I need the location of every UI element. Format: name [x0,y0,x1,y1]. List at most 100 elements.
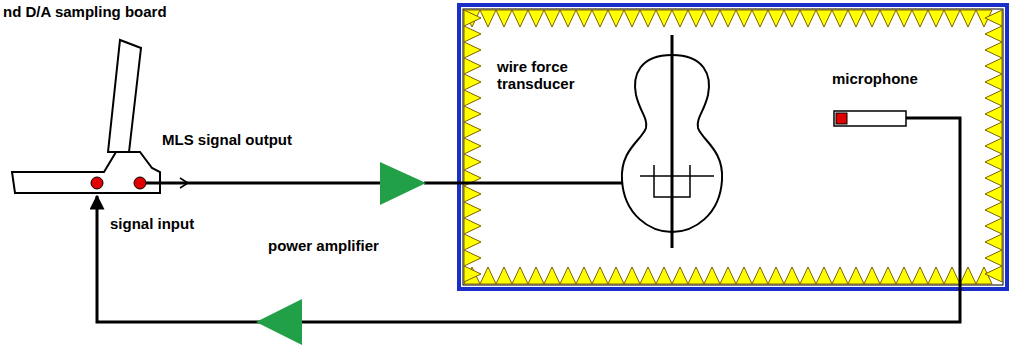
absorber-wedge [512,267,528,284]
absorber-wedge [928,267,944,284]
absorber-wedge [736,10,752,27]
absorber-wedge [896,267,912,284]
absorber-wedge [688,10,704,27]
absorber-wedge [464,234,481,250]
absorber-wedge [985,266,1002,282]
absorber-wedge [985,122,1002,138]
absorber-wedge [464,10,480,27]
absorber-wedge [576,267,592,284]
absorber-wedge [464,74,481,90]
absorber-wedge [608,267,624,284]
absorber-wedge [985,186,1002,202]
absorber-wedge [985,138,1002,154]
absorber-wedge [608,10,624,27]
absorber-wedge [464,154,481,170]
absorber-wedge [985,106,1002,122]
absorber-wedge [864,267,880,284]
absorber-wedge [816,10,832,27]
absorber-wedge [720,10,736,27]
absorber-wedge [464,266,481,282]
absorber-wedge [496,10,512,27]
absorber-wedge [528,10,544,27]
absorber-wedge [704,10,720,27]
absorber-wedge [768,267,784,284]
absorber-wedge [544,267,560,284]
absorber-wedge [832,10,848,27]
absorber-wedge [672,10,688,27]
absorber-wedge [848,10,864,27]
input-jack [91,177,103,189]
absorber-wedge [816,267,832,284]
return-wire [97,118,960,322]
absorber-wedge [960,267,976,284]
absorber-wedge [960,10,976,27]
absorber-wedge [464,58,481,74]
absorber-wedge [752,267,768,284]
absorber-wedge [560,267,576,284]
absorber-wedge [624,267,640,284]
absorber-wedge [944,10,960,27]
absorber-wedge [640,10,656,27]
absorber-wedge [880,267,896,284]
absorber-wedge [985,218,1002,234]
absorber-wedge [832,267,848,284]
absorber-wedge [592,10,608,27]
violin-neck [671,35,674,248]
absorber-wedge [848,267,864,284]
laptop-screen [108,40,141,152]
absorber-wedge [985,202,1002,218]
absorber-wedge [896,10,912,27]
absorber-wedge [985,58,1002,74]
absorber-wedge [496,267,512,284]
absorber-wedge [985,170,1002,186]
absorber-wedge [672,267,688,284]
absorber-wedge [640,267,656,284]
absorber-wedge [464,106,481,122]
absorber-wedges [464,10,1002,284]
absorber-wedge [624,10,640,27]
absorber-wedge [784,10,800,27]
microphone-body [834,111,906,126]
absorber-wedge [880,10,896,27]
violin-bridge [640,175,714,177]
signal-label: MLS signal output [162,131,292,148]
absorber-wedge [768,10,784,27]
absorber-wedge [985,74,1002,90]
absorber-wedge [985,26,1002,42]
part-label: microphone [832,70,918,87]
absorber-wedge [800,10,816,27]
signal-wire [424,182,640,185]
chamber-wall [459,5,1007,289]
absorber-wedge [736,267,752,284]
absorber-wedge [688,267,704,284]
direction-chevron [180,178,188,188]
amplifier-symbol [256,299,302,345]
absorber-wedge [912,267,928,284]
absorber-wedge [800,267,816,284]
absorber-wedge [985,42,1002,58]
output-jack [134,177,146,189]
absorber-wedge [592,267,608,284]
absorber-wedge [944,267,960,284]
absorber-wedge [928,10,944,27]
signal-wire [146,182,382,185]
absorber-wedge [464,267,480,284]
board-label: nd D/A sampling board [3,3,167,20]
absorber-wedge [464,122,481,138]
part-label: wire force transducer [497,58,581,92]
part-label: power amplifier [268,237,379,254]
absorber-wedge [656,10,672,27]
absorber-wedge [576,10,592,27]
absorber-wedge [656,267,672,284]
absorber-wedge [560,10,576,27]
absorber-wedge [464,42,481,58]
absorber-wedge [985,234,1002,250]
absorber-wedge [464,138,481,154]
absorber-wedge [752,10,768,27]
absorber-wedge [464,202,481,218]
absorber-wedge [464,90,481,106]
microphone-capsule [836,113,847,124]
amplifier-symbol [380,162,426,205]
